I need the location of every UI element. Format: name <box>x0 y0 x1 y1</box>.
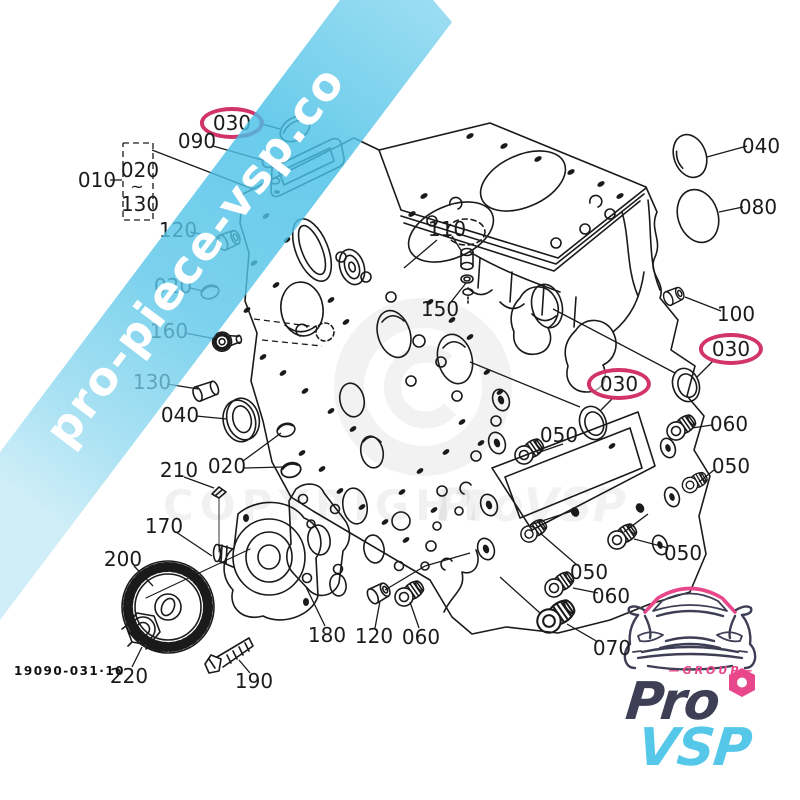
car-icon <box>623 586 757 671</box>
logo-group-text: —GROUP— <box>668 664 756 677</box>
engine-block-art <box>121 115 720 674</box>
dashed-lines <box>122 142 323 347</box>
drawing-number: 19090-031·10 <box>14 664 126 678</box>
copyright-watermark: COPYRIGHT ProVSP <box>163 298 626 532</box>
logo-vsp-text: VSP <box>634 718 754 778</box>
hexagon-icon <box>729 668 755 697</box>
